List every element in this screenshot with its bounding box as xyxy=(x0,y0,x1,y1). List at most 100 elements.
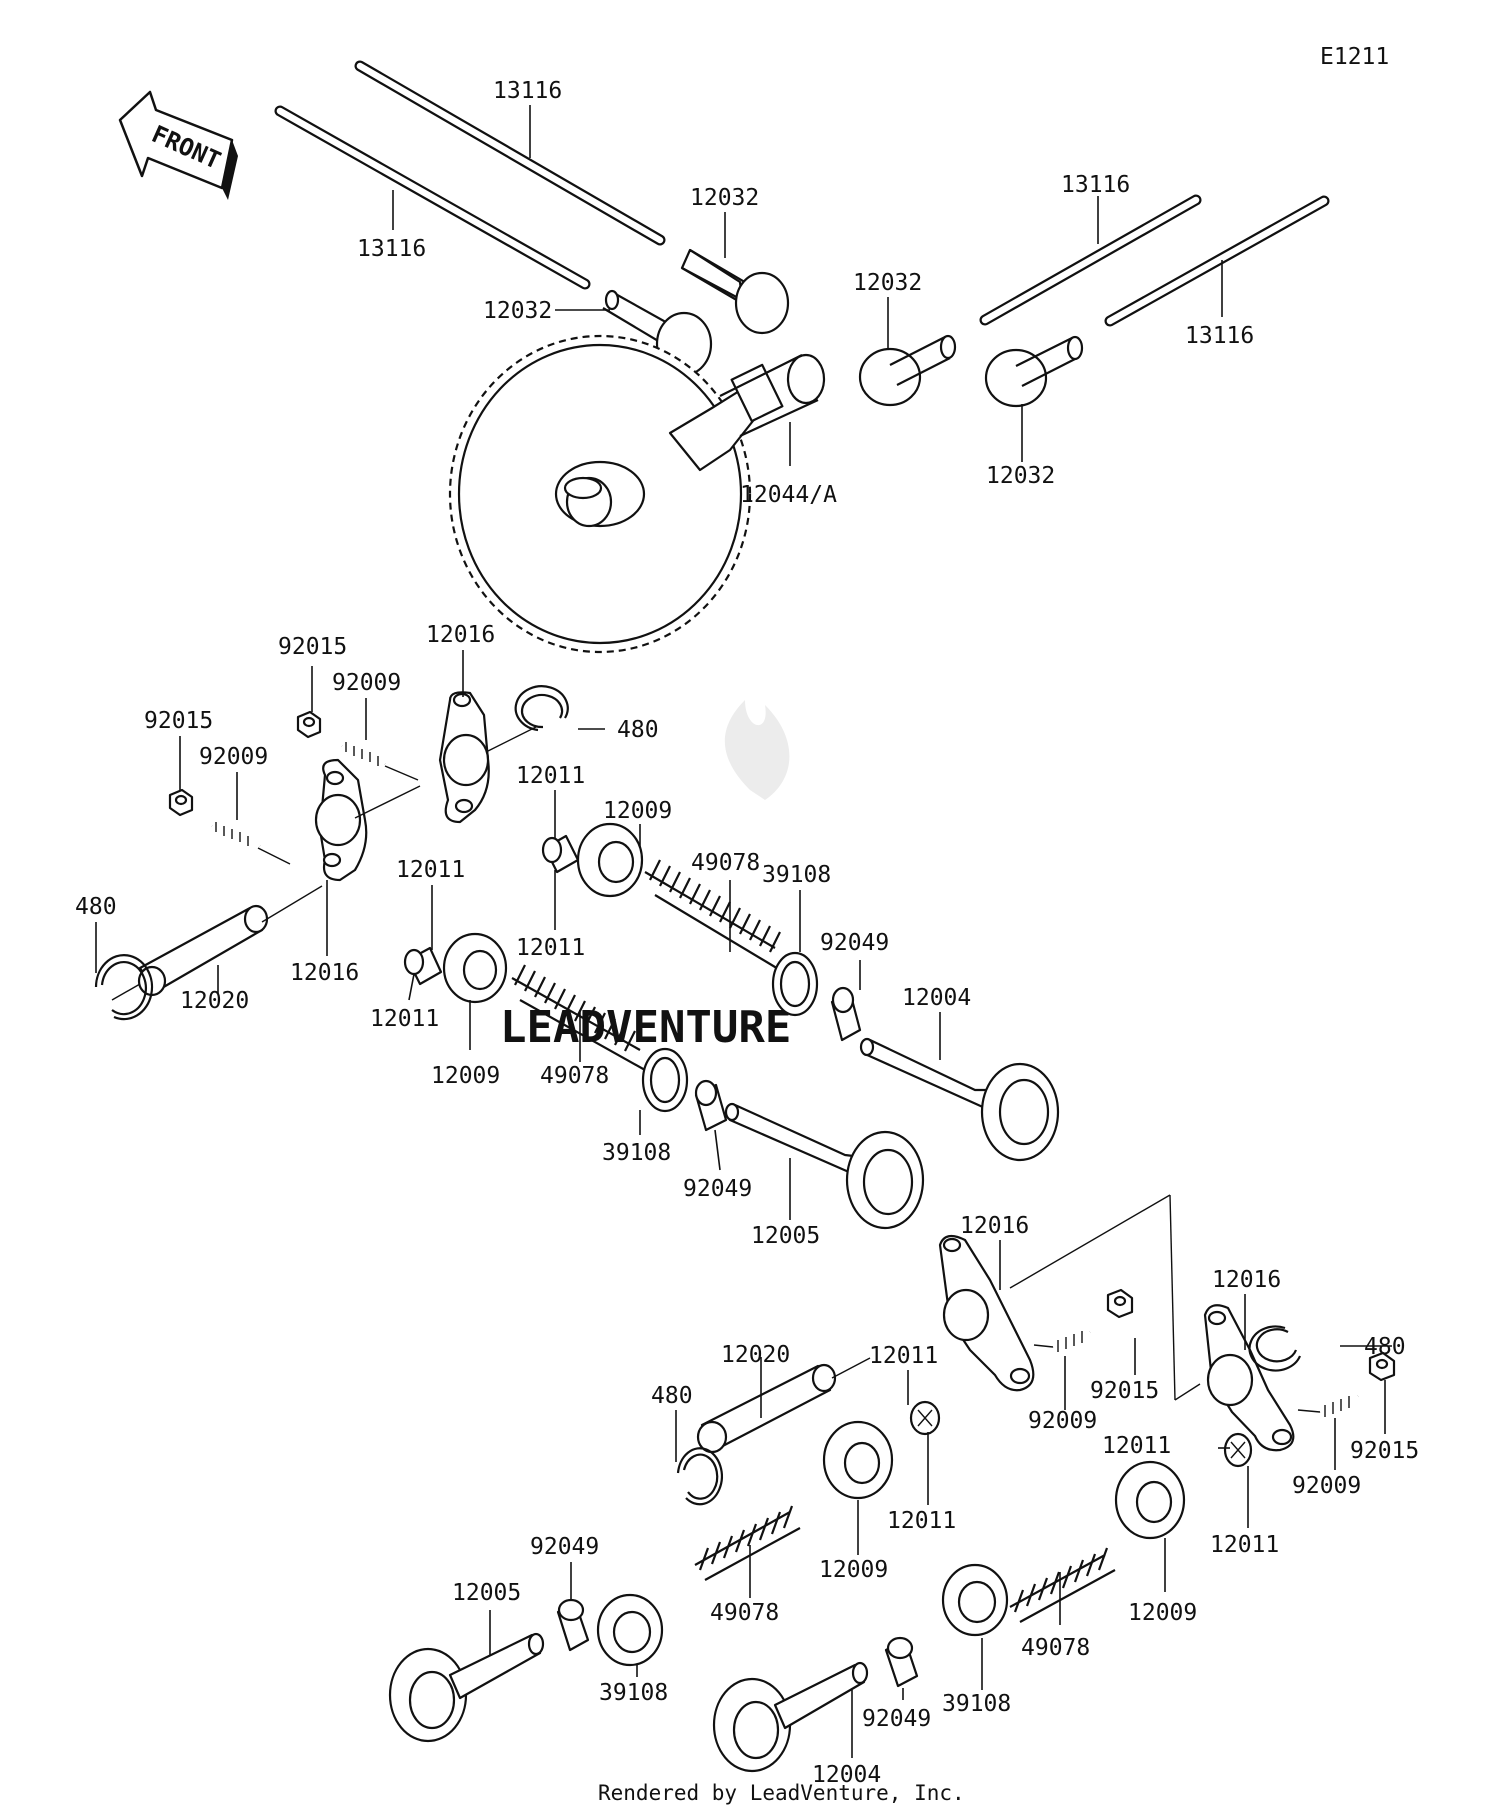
label-push-rod-3[interactable]: 13116 xyxy=(1061,172,1130,198)
spring-retainer-4 xyxy=(1114,1460,1186,1540)
nut-1 xyxy=(168,788,194,817)
collet-4 xyxy=(1223,1432,1253,1468)
collet-2 xyxy=(403,946,443,986)
label-adjusting-screw-2[interactable]: 92009 xyxy=(199,744,268,770)
exhaust-valve-1 xyxy=(859,1037,1060,1162)
label-intake-valve-2[interactable]: 12005 xyxy=(452,1580,521,1606)
label-spring-seat-3[interactable]: 39108 xyxy=(599,1680,668,1706)
rocker-shaft-2 xyxy=(696,1363,837,1454)
label-collet-4[interactable]: 12011 xyxy=(370,1006,439,1032)
label-spring-retainer-3[interactable]: 12009 xyxy=(819,1557,888,1583)
exhaust-valve-2 xyxy=(712,1661,869,1773)
label-nut-2[interactable]: 92015 xyxy=(144,708,213,734)
label-rocker-arm-3[interactable]: 12016 xyxy=(960,1213,1029,1239)
label-collet-2[interactable]: 12011 xyxy=(516,935,585,961)
label-camshaft[interactable]: 12044/A xyxy=(740,482,837,508)
label-lifter-4[interactable]: 12032 xyxy=(986,463,1055,489)
rocker-arm-2 xyxy=(438,691,490,824)
label-push-rod-1[interactable]: 13116 xyxy=(493,78,562,104)
footer-credit: Rendered by LeadVenture, Inc. xyxy=(598,1781,965,1805)
nut-3 xyxy=(1106,1288,1134,1319)
valve-stem-seal-3 xyxy=(556,1598,590,1652)
circlip-4 xyxy=(1248,1325,1302,1372)
label-push-rod-2[interactable]: 13116 xyxy=(357,236,426,262)
label-spring-retainer-2[interactable]: 12009 xyxy=(431,1063,500,1089)
label-adjusting-screw-1[interactable]: 92009 xyxy=(332,670,401,696)
label-circlip-4[interactable]: 480 xyxy=(1364,1334,1406,1360)
valve-stem-seal-2 xyxy=(694,1079,728,1132)
collet-1 xyxy=(541,834,580,874)
push-rod-4 xyxy=(1104,195,1330,327)
label-lifter-3[interactable]: 12032 xyxy=(853,270,922,296)
assembly-lines xyxy=(111,725,1321,1413)
label-nut-1[interactable]: 92015 xyxy=(278,634,347,660)
label-circlip-3[interactable]: 480 xyxy=(651,1383,693,1409)
push-rod-3 xyxy=(979,194,1202,326)
label-collet-6[interactable]: 12011 xyxy=(887,1508,956,1534)
svg-text:LEADVENTURE: LEADVENTURE xyxy=(500,1002,791,1053)
adjusting-screw-2 xyxy=(340,742,387,767)
label-lifter-2[interactable]: 12032 xyxy=(483,298,552,324)
valve-spring-3 xyxy=(694,1505,801,1581)
push-rod-2 xyxy=(274,105,591,290)
nut-4 xyxy=(1368,1351,1396,1382)
adjusting-screw-3 xyxy=(1051,1329,1092,1352)
label-valve-stem-seal-1[interactable]: 92049 xyxy=(820,930,889,956)
label-nut-4[interactable]: 92015 xyxy=(1350,1438,1419,1464)
lifter-1 xyxy=(680,248,790,335)
push-rod-1 xyxy=(354,60,666,246)
label-valve-stem-seal-2[interactable]: 92049 xyxy=(683,1176,752,1202)
label-circlip-2[interactable]: 480 xyxy=(75,894,117,920)
label-collet-7[interactable]: 12011 xyxy=(1102,1433,1171,1459)
rocker-arm-4 xyxy=(1203,1304,1295,1452)
label-collet-8[interactable]: 12011 xyxy=(1210,1532,1279,1558)
label-spring-seat-1[interactable]: 39108 xyxy=(762,862,831,888)
label-adjusting-screw-3[interactable]: 92009 xyxy=(1028,1408,1097,1434)
label-rocker-arm-4[interactable]: 12016 xyxy=(1212,1267,1281,1293)
intake-valve-2 xyxy=(388,1632,545,1743)
spring-retainer-2 xyxy=(442,932,508,1004)
spring-retainer-1 xyxy=(576,822,644,898)
valve-stem-seal-1 xyxy=(830,986,862,1042)
label-valve-stem-seal-3[interactable]: 92049 xyxy=(530,1534,599,1560)
label-push-rod-4[interactable]: 13116 xyxy=(1185,323,1254,349)
label-valve-spring-3[interactable]: 49078 xyxy=(710,1600,779,1626)
label-rocker-shaft-1[interactable]: 12020 xyxy=(180,988,249,1014)
circlip-2 xyxy=(514,685,569,732)
label-circlip-1[interactable]: 480 xyxy=(617,717,659,743)
label-spring-retainer-4[interactable]: 12009 xyxy=(1128,1600,1197,1626)
front-arrow-icon: FRONT xyxy=(118,90,238,200)
valve-spring-4 xyxy=(1009,1547,1116,1623)
label-spring-seat-4[interactable]: 39108 xyxy=(942,1691,1011,1717)
rocker-arm-1 xyxy=(314,758,368,882)
label-spring-seat-2[interactable]: 39108 xyxy=(602,1140,671,1166)
label-collet-3[interactable]: 12011 xyxy=(396,857,465,883)
label-exhaust-valve-1[interactable]: 12004 xyxy=(902,985,971,1011)
label-spring-retainer-1[interactable]: 12009 xyxy=(603,798,672,824)
label-rocker-arm-2[interactable]: 12016 xyxy=(290,960,359,986)
label-collet-1[interactable]: 12011 xyxy=(516,763,585,789)
circlip-3 xyxy=(676,1447,723,1506)
label-rocker-shaft-2[interactable]: 12020 xyxy=(721,1342,790,1368)
label-lifter-1[interactable]: 12032 xyxy=(690,185,759,211)
nut-2 xyxy=(296,710,322,739)
rocker-arm-3 xyxy=(938,1234,1035,1392)
intake-valve-1 xyxy=(724,1102,925,1230)
label-nut-3[interactable]: 92015 xyxy=(1090,1378,1159,1404)
circlip-1 xyxy=(94,954,154,1021)
spring-seat-3 xyxy=(596,1593,664,1667)
label-rocker-arm-1[interactable]: 12016 xyxy=(426,622,495,648)
spring-seat-4 xyxy=(941,1563,1009,1637)
label-valve-spring-2[interactable]: 49078 xyxy=(540,1063,609,1089)
label-valve-spring-1[interactable]: 49078 xyxy=(691,850,760,876)
label-exhaust-valve-2[interactable]: 12004 xyxy=(812,1762,881,1788)
label-valve-spring-4[interactable]: 49078 xyxy=(1021,1635,1090,1661)
valve-spring-2 xyxy=(511,964,646,1071)
label-valve-stem-seal-4[interactable]: 92049 xyxy=(862,1706,931,1732)
label-collet-5[interactable]: 12011 xyxy=(869,1343,938,1369)
label-intake-valve-1[interactable]: 12005 xyxy=(751,1223,820,1249)
lifter-4 xyxy=(984,335,1084,408)
label-adjusting-screw-4[interactable]: 92009 xyxy=(1292,1473,1361,1499)
leader-lines xyxy=(95,105,1392,1758)
